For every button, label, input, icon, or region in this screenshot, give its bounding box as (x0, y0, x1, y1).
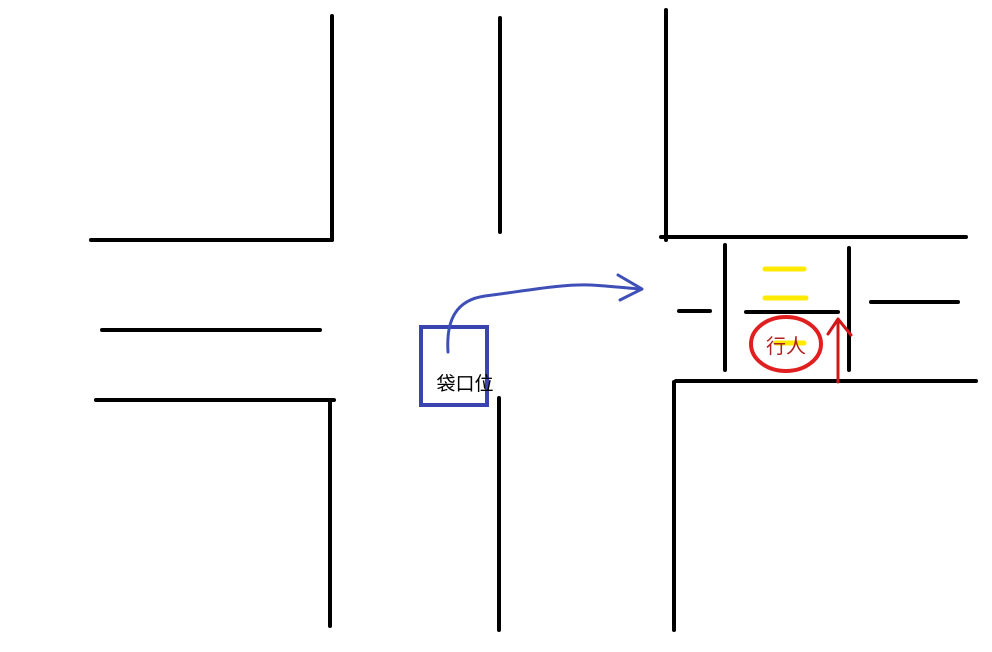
pocket-position-label: 袋口位 (436, 373, 493, 395)
pedestrian-label: 行人 (766, 334, 806, 358)
left-intersection (89, 14, 502, 632)
pedestrian-arrow-head-icon (826, 317, 853, 337)
turn-arrow-head-icon (616, 273, 644, 302)
pocket-position-group: 袋口位 (419, 273, 644, 407)
pocket-position-box (419, 325, 489, 407)
pedestrian-group: 行人 (749, 315, 853, 384)
right-intersection (659, 8, 978, 632)
turn-arrow-path (446, 283, 642, 354)
pedestrian-circle (749, 315, 823, 373)
crosswalk-marks (762, 266, 809, 346)
